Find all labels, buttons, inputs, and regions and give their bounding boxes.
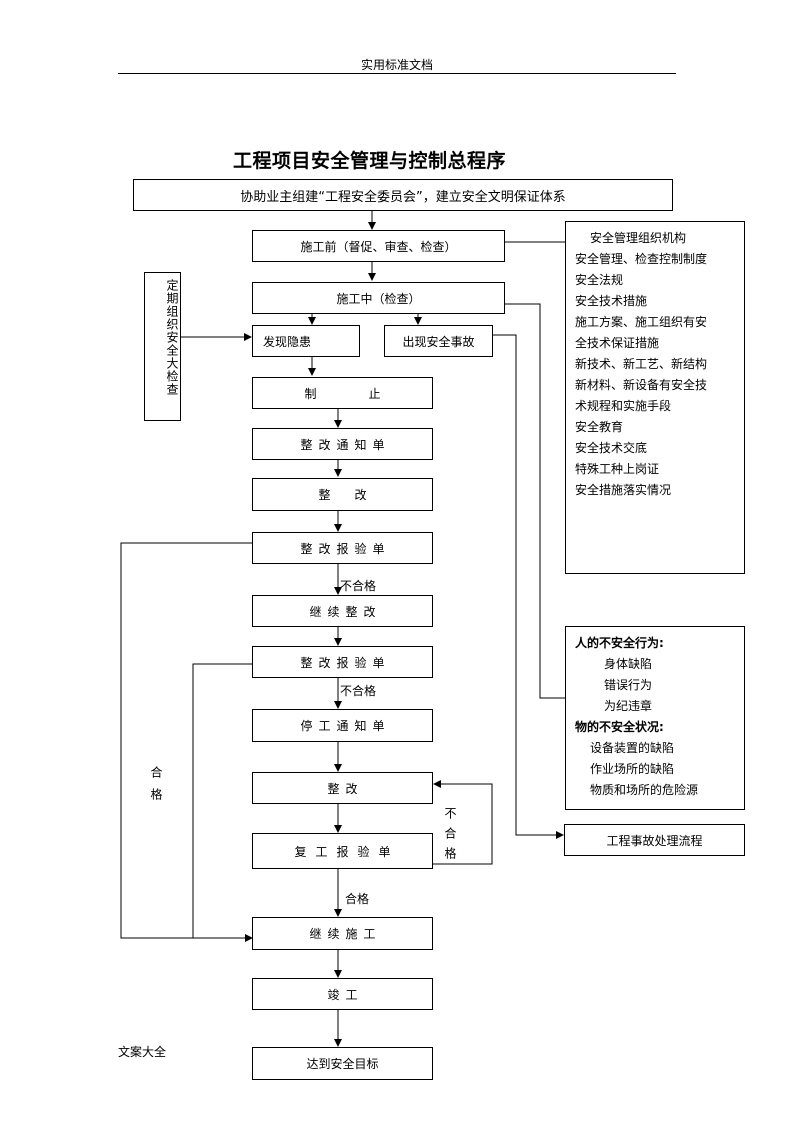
rectify-report-box-1: 整改报验单 (252, 532, 433, 564)
checklist-item: 安全管理、检查控制制度 (575, 252, 708, 266)
accident-flow-text: 工程事故处理流程 (606, 833, 703, 848)
checklist-item: 安全法规 (575, 273, 624, 287)
checklist-item: 安全技术措施 (575, 294, 648, 308)
checklist-item: 新材料、新设备有安全技 (575, 378, 708, 392)
pre-construction-box: 施工前（督促、审查、检查） (252, 230, 505, 262)
page-header: 实用标准文档 (360, 58, 433, 72)
human-unsafe-heading: 人的不安全行为: (575, 636, 664, 650)
safety-goal-box: 达到安全目标 (252, 1047, 433, 1080)
rectify-notice-text: 整改通知单 (300, 437, 391, 452)
hazard-found-box: 发现隐患 (252, 325, 360, 357)
checklist-item: 全技术保证措施 (575, 336, 660, 350)
pre-construction-text: 施工前（督促、审查、检查） (300, 239, 457, 254)
checklist-item: 术规程和实施手段 (575, 399, 672, 413)
resume-report-text: 复工报验单 (294, 844, 400, 859)
accident-text: 出现安全事故 (402, 334, 475, 349)
periodic-inspection-box: 定期组织安全大检查 (144, 272, 181, 421)
object-unsafe-item: 设备装置的缺陷 (590, 741, 675, 755)
pre-construction-checklist: 安全管理组织机构 安全管理、检查控制制度 安全法规 安全技术措施 施工方案、施工… (565, 221, 745, 574)
object-unsafe-item: 作业场所的缺陷 (590, 762, 675, 776)
safety-committee-box: 协助业主组建“工程安全委员会”，建立安全文明保证体系 (133, 179, 673, 211)
object-unsafe-item: 物质和场所的危险源 (590, 783, 699, 797)
fail-label-3: 不合格 (443, 807, 457, 867)
stop-box: 制止 (252, 377, 433, 409)
accident-flow-box: 工程事故处理流程 (564, 824, 745, 856)
page-footer: 文案大全 (118, 1045, 167, 1059)
unsafe-factors-panel: 人的不安全行为: 身体缺陷 错误行为 为纪违章 物的不安全状况: 设备装置的缺陷… (565, 626, 745, 810)
human-unsafe-item: 错误行为 (604, 678, 653, 692)
rectify-box-2: 整改 (252, 772, 433, 804)
checklist-item: 施工方案、施工组织有安 (575, 315, 708, 329)
fail-label-1: 不合格 (340, 579, 377, 593)
checklist-item: 特殊工种上岗证 (575, 462, 660, 476)
rectify-text-2: 整改 (327, 781, 364, 796)
safety-goal-text: 达到安全目标 (306, 1057, 379, 1071)
fail-label-2: 不合格 (340, 684, 377, 698)
rectify-box-1: 整改 (252, 478, 433, 511)
diagram-title: 工程项目安全管理与控制总程序 (233, 150, 507, 172)
during-construction-text: 施工中（检查） (336, 291, 421, 306)
human-unsafe-item: 为纪违章 (604, 699, 653, 713)
completion-text: 竣工 (327, 987, 364, 1002)
safety-committee-text: 协助业主组建“工程安全委员会”，建立安全文明保证体系 (240, 189, 566, 205)
stop-work-notice-text: 停工通知单 (300, 719, 391, 733)
header-rule (118, 73, 676, 74)
during-construction-box: 施工中（检查） (252, 282, 505, 314)
pass-label-bottom: 合格 (345, 892, 370, 906)
stop-text: 制止 (304, 386, 433, 401)
human-unsafe-item: 身体缺陷 (604, 657, 653, 671)
rectify-report-box-2: 整改报验单 (252, 646, 433, 678)
rectify-report-text-1: 整改报验单 (300, 541, 391, 556)
accident-box: 出现安全事故 (384, 325, 493, 357)
rectify-notice-box: 整改通知单 (252, 428, 433, 460)
continue-work-box: 继续施工 (252, 917, 433, 950)
checklist-item: 新技术、新工艺、新结构 (575, 357, 708, 371)
continue-work-text: 继续施工 (309, 927, 382, 941)
checklist-item: 安全措施落实情况 (575, 483, 672, 497)
continue-rectify-box: 继续整改 (252, 595, 433, 627)
checklist-item: 安全教育 (575, 420, 624, 434)
object-unsafe-heading: 物的不安全状况: (575, 720, 664, 734)
continue-rectify-text: 继续整改 (309, 604, 382, 619)
pass-label-left: 合格 (149, 766, 163, 810)
hazard-found-text: 发现隐患 (263, 334, 312, 349)
periodic-inspection-text: 定期组织安全大检查 (165, 279, 179, 396)
checklist-item: 安全管理组织机构 (590, 231, 687, 245)
completion-box: 竣工 (252, 978, 433, 1010)
rectify-text-1: 整改 (318, 488, 391, 502)
checklist-item: 安全技术交底 (575, 441, 648, 455)
stop-work-notice-box: 停工通知单 (252, 709, 433, 742)
rectify-report-text-2: 整改报验单 (300, 655, 391, 670)
resume-report-box: 复工报验单 (252, 833, 433, 869)
